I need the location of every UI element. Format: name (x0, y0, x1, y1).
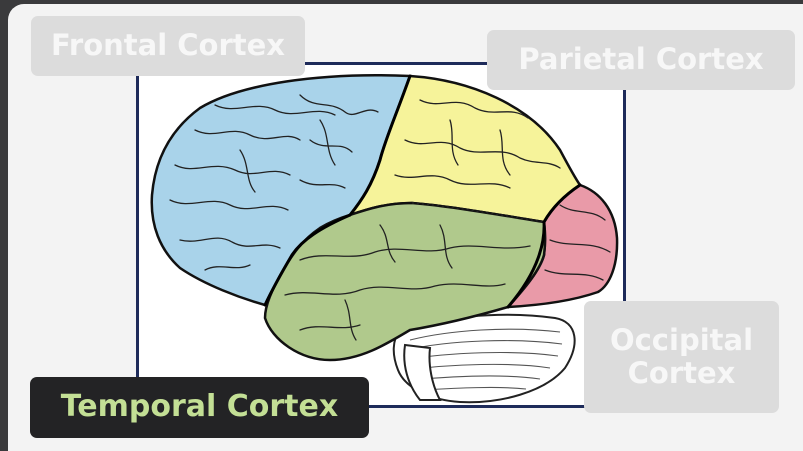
label-frontal-text: Frontal Cortex (50, 28, 286, 63)
label-temporal-text: Temporal Cortex (60, 389, 339, 425)
frontal-gyri (169, 94, 379, 271)
label-occipital-text: Occipital Cortex (609, 322, 754, 391)
temporal-gyri (284, 224, 531, 341)
parietal-gyri (394, 99, 561, 189)
label-temporal-cortex: Temporal Cortex (30, 377, 369, 438)
label-occipital-line1: Occipital (609, 322, 754, 357)
major-sulci (263, 74, 582, 309)
label-parietal-text: Parietal Cortex (518, 42, 764, 77)
label-occipital-line2: Cortex (627, 356, 736, 390)
brainstem (403, 343, 442, 401)
cerebellum (392, 313, 576, 404)
occipital-gyri (544, 204, 611, 281)
label-parietal-cortex: Parietal Cortex (487, 30, 795, 90)
label-occipital-cortex: Occipital Cortex (584, 301, 779, 413)
label-frontal-cortex: Frontal Cortex (31, 16, 305, 76)
